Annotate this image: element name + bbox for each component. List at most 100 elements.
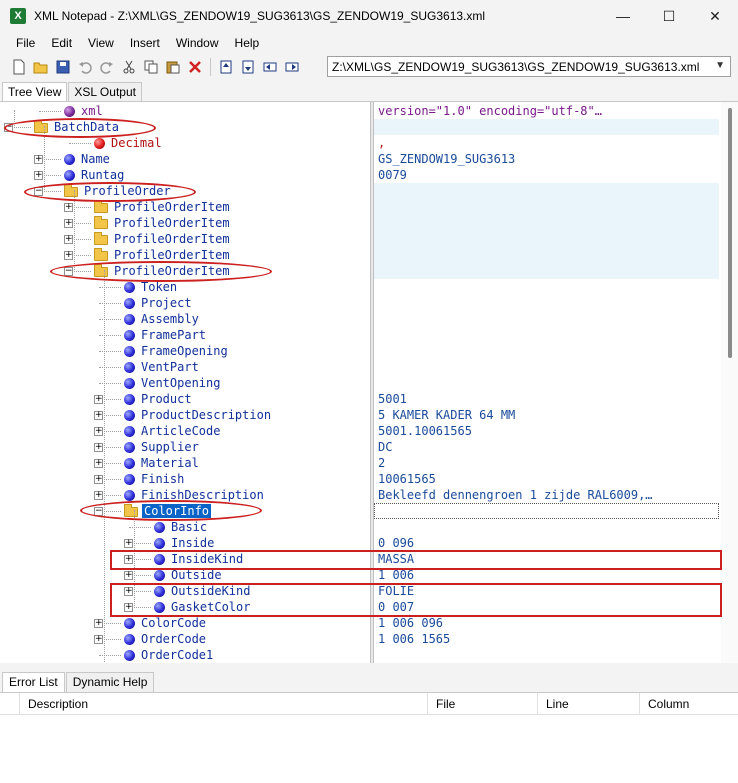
- node-label[interactable]: ProfileOrderItem: [114, 200, 230, 214]
- expand-icon[interactable]: +: [94, 394, 103, 404]
- tree-node[interactable]: Decimal: [94, 135, 162, 151]
- node-value[interactable]: MASSA: [378, 552, 415, 566]
- tree-node[interactable]: FrameOpening: [124, 343, 228, 359]
- node-value[interactable]: 1 006 1565: [378, 632, 451, 646]
- tree-node[interactable]: Inside: [154, 535, 214, 551]
- close-button[interactable]: ✕: [709, 7, 721, 24]
- node-label[interactable]: ColorInfo: [142, 504, 212, 518]
- node-label[interactable]: OutsideKind: [171, 584, 251, 598]
- expand-icon[interactable]: +: [94, 458, 103, 468]
- node-label[interactable]: Material: [141, 456, 199, 470]
- tree-node-row[interactable]: FramePart: [0, 327, 721, 343]
- node-label[interactable]: OrderCode1: [141, 648, 214, 662]
- node-label[interactable]: Product: [141, 392, 192, 406]
- node-value[interactable]: FOLIE: [378, 584, 415, 598]
- column-description[interactable]: Description: [20, 693, 428, 715]
- expand-icon[interactable]: +: [124, 570, 133, 580]
- tree-node[interactable]: xml: [64, 103, 103, 119]
- nudge-down-icon[interactable]: [237, 57, 259, 77]
- expand-icon[interactable]: +: [124, 554, 133, 564]
- nudge-left-icon[interactable]: [259, 57, 281, 77]
- tree-node[interactable]: ProfileOrderItem: [94, 215, 230, 231]
- collapse-icon[interactable]: −: [34, 186, 43, 196]
- menu-help[interactable]: Help: [234, 36, 260, 50]
- expand-icon[interactable]: +: [64, 234, 73, 244]
- chevron-down-icon[interactable]: ▼: [715, 60, 725, 71]
- node-label[interactable]: OrderCode: [141, 632, 207, 646]
- node-label[interactable]: Outside: [171, 568, 222, 582]
- node-label[interactable]: Decimal: [111, 136, 162, 150]
- node-label[interactable]: VentPart: [141, 360, 199, 374]
- tab-dynamic-help[interactable]: Dynamic Help: [65, 672, 155, 692]
- node-label[interactable]: Name: [81, 152, 110, 166]
- node-label[interactable]: FinishDescription: [141, 488, 264, 502]
- node-value[interactable]: DC: [378, 440, 393, 454]
- menu-window[interactable]: Window: [175, 36, 219, 50]
- expand-icon[interactable]: +: [124, 538, 133, 548]
- tree-node[interactable]: Basic: [154, 519, 207, 535]
- expand-icon[interactable]: +: [124, 586, 133, 596]
- tree-node[interactable]: FramePart: [124, 327, 206, 343]
- expand-icon[interactable]: +: [94, 474, 103, 484]
- open-icon[interactable]: [30, 57, 52, 77]
- column-line[interactable]: Line: [538, 693, 640, 715]
- tree-node-row[interactable]: Decimal,: [0, 135, 721, 151]
- node-label[interactable]: Supplier: [141, 440, 199, 454]
- pane-divider[interactable]: [0, 663, 738, 672]
- node-label[interactable]: ProfileOrderItem: [114, 216, 230, 230]
- redo-icon[interactable]: [96, 57, 118, 77]
- expand-icon[interactable]: +: [124, 602, 133, 612]
- tree-node[interactable]: Project: [124, 295, 192, 311]
- tree-node[interactable]: VentOpening: [124, 375, 220, 391]
- tree-node-row[interactable]: + InsideKind MASSA: [0, 551, 721, 567]
- tab-tree-view[interactable]: Tree View: [2, 82, 68, 101]
- node-value[interactable]: version="1.0" encoding="utf-8"…: [378, 104, 602, 118]
- expand-icon[interactable]: +: [64, 202, 73, 212]
- tree-node[interactable]: ProfileOrderItem: [94, 231, 230, 247]
- menu-insert[interactable]: Insert: [129, 36, 160, 50]
- tree-node[interactable]: FinishDescription: [124, 487, 264, 503]
- column-column[interactable]: Column: [648, 697, 690, 711]
- scrollbar-thumb[interactable]: [728, 108, 732, 358]
- expand-icon[interactable]: +: [94, 618, 103, 628]
- node-label[interactable]: Runtag: [81, 168, 125, 182]
- tree-node-row[interactable]: − ProfileOrderItem: [0, 263, 721, 279]
- tree-node-row[interactable]: + OrderCode 1 006 1565: [0, 631, 721, 647]
- tree-node[interactable]: VentPart: [124, 359, 199, 375]
- new-icon[interactable]: [8, 57, 30, 77]
- tree-node[interactable]: BatchData: [34, 119, 119, 135]
- menu-file[interactable]: File: [16, 36, 36, 50]
- save-icon[interactable]: [52, 57, 74, 77]
- tree-node-row[interactable]: FrameOpening: [0, 343, 721, 359]
- tree-node[interactable]: Token: [124, 279, 177, 295]
- node-label[interactable]: xml: [81, 104, 103, 118]
- tree-node[interactable]: OrderCode1: [124, 647, 213, 663]
- tree-node[interactable]: GasketColor: [154, 599, 250, 615]
- tree-view-pane[interactable]: xml version="1.0" encoding="utf-8"… − Batch…: [0, 101, 738, 663]
- expand-icon[interactable]: +: [94, 410, 103, 420]
- node-value[interactable]: 10061565: [378, 472, 436, 486]
- node-label[interactable]: ProfileOrder: [84, 184, 171, 198]
- tree-node-row[interactable]: + Finish 10061565: [0, 471, 721, 487]
- node-label[interactable]: ColorCode: [141, 616, 207, 630]
- node-label[interactable]: ProductDescription: [141, 408, 272, 422]
- expand-icon[interactable]: +: [94, 634, 103, 644]
- tree-node-row[interactable]: Basic: [0, 519, 721, 535]
- tree-node[interactable]: OutsideKind: [154, 583, 250, 599]
- tree-node[interactable]: Assembly: [124, 311, 199, 327]
- tree-node[interactable]: ColorInfo: [124, 503, 212, 519]
- node-value[interactable]: 5 KAMER KADER 64 MM: [378, 408, 516, 422]
- tree-node[interactable]: ProfileOrderItem: [94, 247, 230, 263]
- tree-node[interactable]: InsideKind: [154, 551, 243, 567]
- tab-xsl-output[interactable]: XSL Output: [68, 82, 142, 101]
- node-label[interactable]: Assembly: [141, 312, 199, 326]
- tree-node[interactable]: Finish: [124, 471, 184, 487]
- tree-node[interactable]: Product: [124, 391, 192, 407]
- collapse-icon[interactable]: −: [64, 266, 73, 276]
- tree-node-row[interactable]: xml version="1.0" encoding="utf-8"…: [0, 103, 721, 119]
- node-label[interactable]: ProfileOrderItem: [114, 264, 230, 278]
- paste-icon[interactable]: [162, 57, 184, 77]
